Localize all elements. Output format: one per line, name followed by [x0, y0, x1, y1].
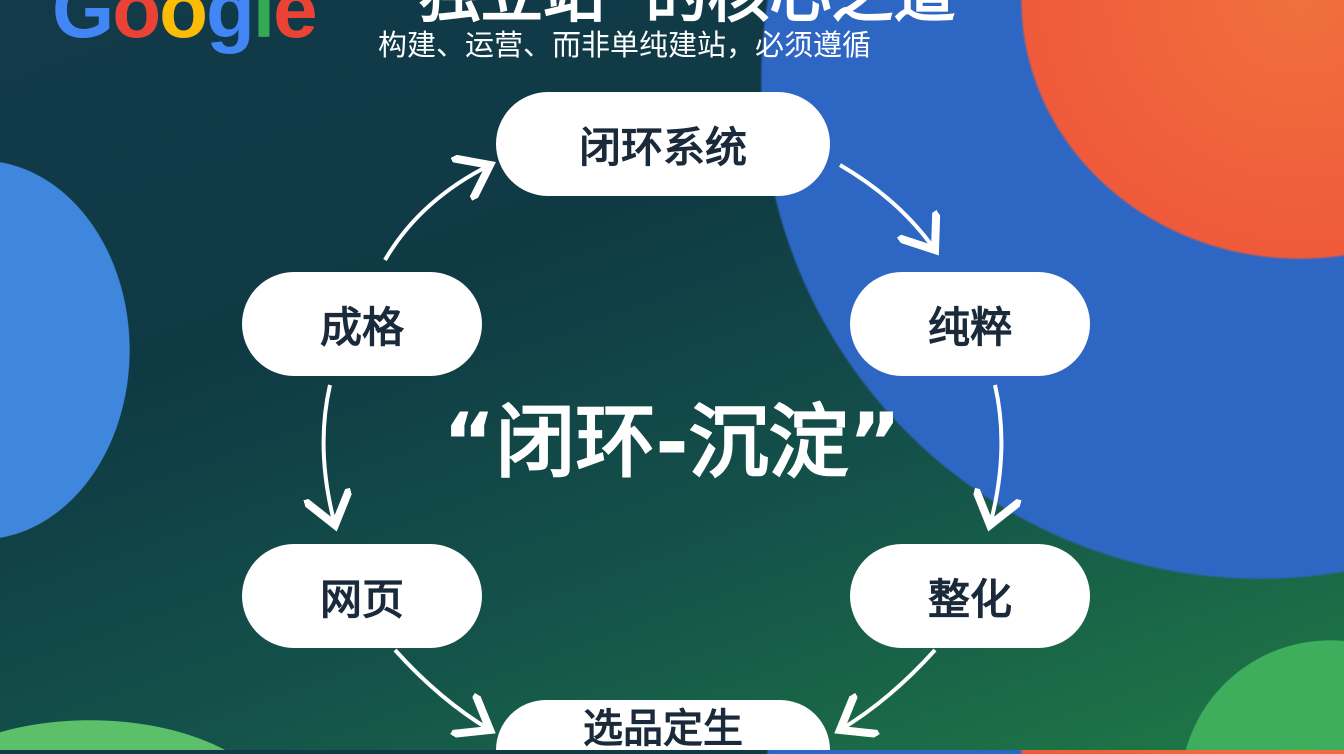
center-label: “闭环-沉淀” — [442, 396, 902, 489]
google-logo: Google — [52, 0, 318, 54]
node-3: 整化 — [850, 544, 1090, 648]
arrow — [393, 648, 490, 730]
page-title: “独立站”的核心之道 — [378, 0, 956, 26]
arrow — [840, 648, 937, 730]
page-subtitle: 构建、运营、而非单纯建站，必须遵循 — [378, 28, 872, 62]
node-4: 选品定生 — [496, 700, 830, 752]
arrow — [324, 384, 335, 525]
arrow — [383, 165, 490, 262]
node-6: 成格 — [242, 272, 482, 376]
arrow — [990, 384, 1001, 525]
node-5: 网页 — [242, 544, 482, 648]
arrow — [838, 163, 935, 250]
node-2: 纯粹 — [850, 272, 1090, 376]
node-closed-loop: 闭环系统 — [496, 92, 830, 196]
